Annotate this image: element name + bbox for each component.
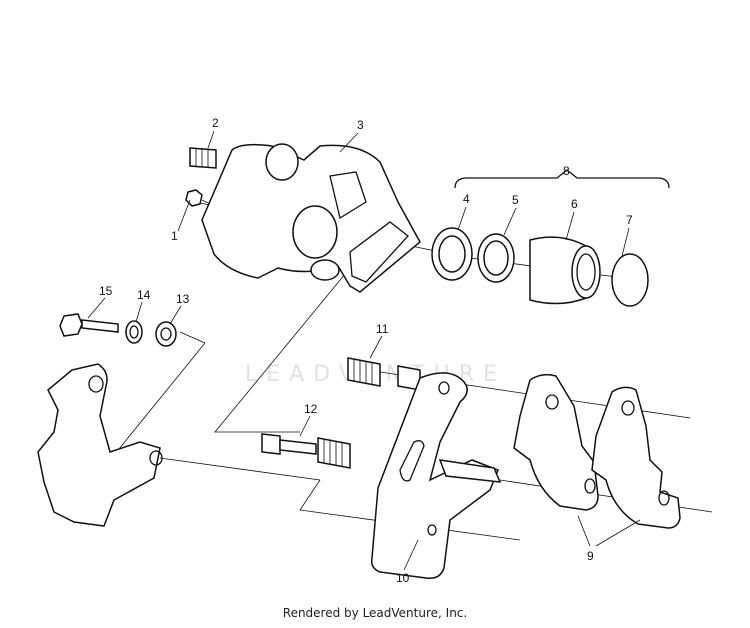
brake-pad-outer — [591, 386, 681, 529]
callout-12: 12 — [304, 402, 318, 416]
callout-9: 9 — [587, 549, 594, 563]
plug-fitting — [189, 147, 217, 169]
callout-4: 4 — [463, 192, 470, 206]
callout-6: 6 — [571, 197, 578, 211]
kit-bracket — [454, 169, 670, 189]
callout-14: 14 — [137, 288, 151, 302]
dust-seal — [477, 233, 515, 283]
callout-7: 7 — [626, 213, 633, 227]
callout-13: 13 — [176, 292, 190, 306]
bleeder-screw — [185, 189, 211, 207]
callout-2: 2 — [212, 116, 219, 130]
callout-8: 8 — [563, 164, 570, 178]
callout-10: 10 — [396, 571, 410, 585]
piston-seal — [431, 227, 473, 281]
guide-pin — [261, 433, 351, 469]
brake-piston — [529, 236, 601, 305]
brake-pad-inner — [513, 373, 599, 511]
callout-1: 1 — [171, 229, 178, 243]
callout-5: 5 — [512, 193, 519, 207]
callout-15: 15 — [99, 284, 113, 298]
mounting-bolt — [59, 313, 119, 337]
lock-washer — [125, 320, 143, 344]
piston-cap — [611, 253, 649, 307]
callout-11: 11 — [376, 322, 389, 336]
leader-lines — [87, 130, 641, 571]
attribution-footer: Rendered by LeadVenture, Inc. — [282, 606, 468, 620]
caliper-body — [201, 143, 421, 293]
flat-washer — [155, 321, 177, 347]
frame-mount-section — [37, 363, 163, 527]
callout-labels: 1 2 3 4 5 6 7 8 9 10 11 12 13 14 15 — [99, 116, 633, 585]
callout-3: 3 — [357, 118, 364, 132]
caliper-mounting-bracket — [370, 372, 502, 580]
spring — [347, 357, 421, 391]
